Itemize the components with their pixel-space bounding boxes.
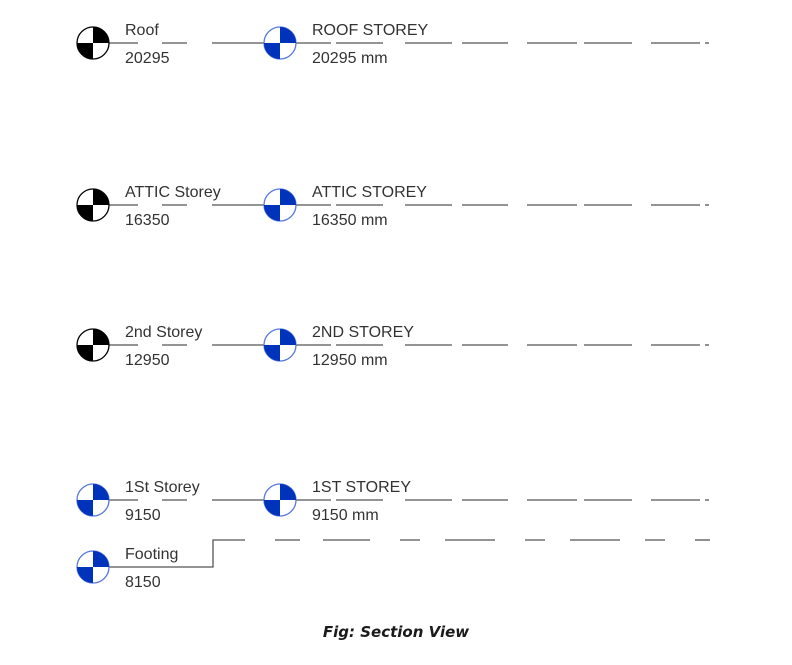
level-name-tag: 1ST STOREY: [312, 479, 411, 496]
marker-quadrant: [264, 345, 280, 361]
marker-quadrant: [264, 205, 280, 221]
level-elevation: 20295: [125, 50, 170, 67]
level-row: ATTIC Storey 16350 ATTIC STOREY 16350 mm: [76, 184, 709, 229]
marker-quadrant: [93, 551, 109, 567]
level-name-tag: 2ND STOREY: [312, 324, 414, 341]
level-name: 2nd Storey: [125, 324, 202, 341]
level-name: ATTIC Storey: [125, 184, 221, 201]
level-head-marker-icon: [76, 550, 110, 584]
level-elevation-tag: 12950 mm: [312, 352, 388, 369]
marker-quadrant: [77, 567, 93, 583]
marker-quadrant: [93, 189, 109, 205]
level-head-marker-icon: [76, 483, 110, 517]
level-head-marker-icon: [263, 483, 297, 517]
level-head-marker-icon: [263, 328, 297, 362]
level-row: Roof 20295 ROOF STOREY 20295 mm: [76, 22, 709, 67]
level-name-tag: ROOF STOREY: [312, 22, 428, 39]
figure-caption: Fig: Section View: [322, 623, 470, 641]
level-head-marker-icon: [76, 188, 110, 222]
marker-quadrant: [264, 43, 280, 59]
marker-quadrant: [93, 484, 109, 500]
marker-quadrant: [280, 27, 296, 43]
level-row: 1St Storey 9150 1ST STOREY 9150 mm: [76, 479, 709, 524]
level-name: 1St Storey: [125, 479, 200, 496]
level-elevation-tag: 9150 mm: [312, 507, 379, 524]
level-name-tag: ATTIC STOREY: [312, 184, 427, 201]
level-elevation: 16350: [125, 212, 170, 229]
marker-quadrant: [93, 27, 109, 43]
level-elevation-tag: 20295 mm: [312, 50, 388, 67]
level-elevation: 12950: [125, 352, 170, 369]
marker-quadrant: [77, 345, 93, 361]
level-elevation-tag: 16350 mm: [312, 212, 388, 229]
marker-quadrant: [77, 43, 93, 59]
level-elevation: 8150: [125, 574, 161, 591]
level-head-marker-icon: [76, 26, 110, 60]
footing-level-line: [93, 539, 245, 568]
marker-quadrant: [280, 329, 296, 345]
marker-quadrant: [280, 484, 296, 500]
marker-quadrant: [264, 500, 280, 516]
marker-quadrant: [77, 500, 93, 516]
marker-quadrant: [93, 329, 109, 345]
marker-quadrant: [280, 189, 296, 205]
level-name: Footing: [125, 546, 178, 563]
level-head-marker-icon: [263, 26, 297, 60]
level-name: Roof: [125, 22, 159, 39]
footing-level-row: Footing 8150: [76, 539, 710, 591]
marker-quadrant: [77, 205, 93, 221]
level-head-marker-icon: [76, 328, 110, 362]
level-row: 2nd Storey 12950 2ND STOREY 12950 mm: [76, 324, 709, 369]
level-head-marker-icon: [263, 188, 297, 222]
level-elevation: 9150: [125, 507, 161, 524]
